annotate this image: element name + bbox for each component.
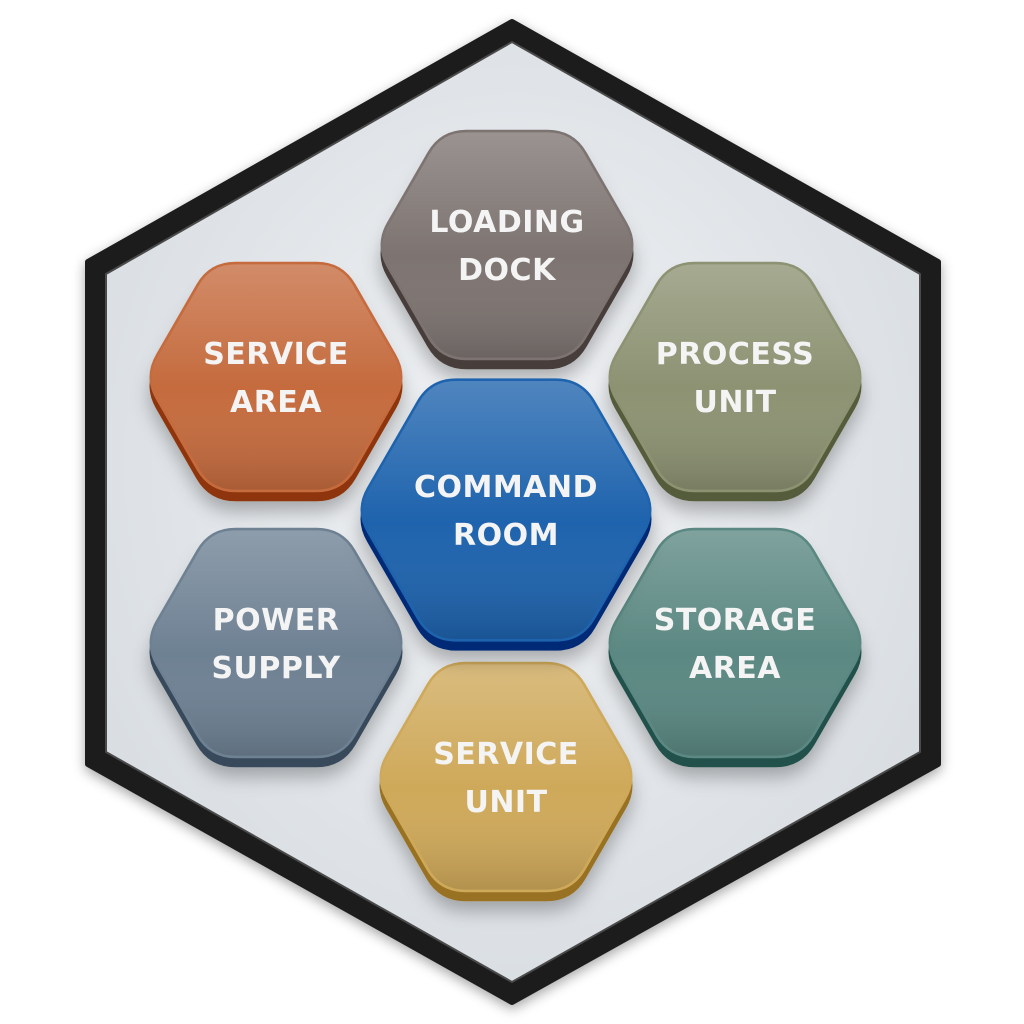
hex-storage-area: STORAGE AREA bbox=[608, 527, 862, 768]
hex-storage-area-label-line-2: AREA bbox=[689, 651, 781, 686]
hex-service-unit-label-line-1: SERVICE bbox=[433, 737, 579, 772]
hex-service-area-label-line-2: AREA bbox=[230, 385, 322, 420]
hex-storage-area-label-line-1: STORAGE bbox=[654, 603, 817, 638]
hex-process-unit-label-line-1: PROCESS bbox=[656, 337, 814, 372]
hex-service-unit-shine bbox=[382, 664, 630, 890]
hex-storage-area-shine bbox=[611, 530, 859, 756]
hex-process-unit-label-line-2: UNIT bbox=[693, 385, 776, 420]
hex-loading-dock-label-line-2: DOCK bbox=[458, 253, 557, 288]
hex-loading-dock-label-line-1: LOADING bbox=[429, 205, 584, 240]
hex-command-room-label-line-2: ROOM bbox=[453, 518, 559, 553]
hex-power-supply-label-line-1: POWER bbox=[213, 603, 340, 638]
hex-service-unit: SERVICE UNIT bbox=[379, 661, 633, 902]
hex-process-unit: PROCESS UNIT bbox=[608, 261, 862, 502]
hex-loading-dock: LOADING DOCK bbox=[380, 129, 634, 370]
hex-service-area: SERVICE AREA bbox=[149, 261, 403, 502]
hex-power-supply: POWER SUPPLY bbox=[149, 527, 403, 768]
hex-command-room: COMMAND ROOM bbox=[360, 378, 652, 651]
hex-loading-dock-shine bbox=[383, 132, 631, 358]
hex-command-room-shine bbox=[363, 381, 649, 639]
hex-service-area-label-line-1: SERVICE bbox=[203, 337, 349, 372]
hex-service-unit-label-line-2: UNIT bbox=[464, 785, 547, 820]
hex-command-room-label-line-1: COMMAND bbox=[414, 470, 598, 505]
hex-process-unit-shine bbox=[611, 264, 859, 490]
hex-service-area-shine bbox=[152, 264, 400, 490]
hex-power-supply-label-line-2: SUPPLY bbox=[211, 651, 341, 686]
hex-power-supply-shine bbox=[152, 530, 400, 756]
